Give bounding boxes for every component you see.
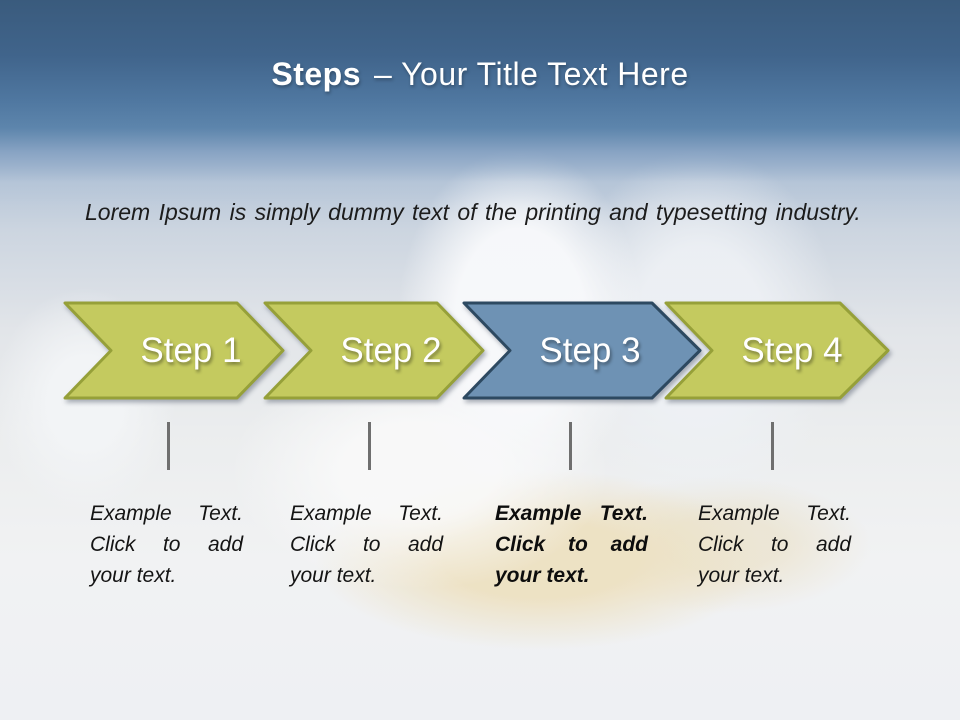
step-4-chevron	[664, 301, 890, 400]
step-1-description: Example Text. Click to add your text.	[90, 502, 243, 587]
intro-paragraph: Lorem Ipsum is simply dummy text of the …	[85, 199, 861, 225]
step-3-label: Step 3	[539, 331, 641, 370]
step-1-label: Step 1	[140, 331, 242, 370]
step-1-chevron	[63, 301, 285, 400]
slide-title: Steps – Your Title Text Here	[0, 54, 960, 94]
step-2-description: Example Text. Click to add your text.	[290, 502, 443, 587]
title-rest: – Your Title Text Here	[374, 56, 689, 92]
step-3-chevron	[462, 301, 702, 400]
step-4-description: Example Text. Click to add your text.	[698, 502, 851, 587]
step-4-connector-line	[771, 422, 774, 470]
step-4-label: Step 4	[741, 331, 843, 370]
step-3-connector-line	[569, 422, 572, 470]
step-1-connector-line	[167, 422, 170, 470]
step-3-description: Example Text. Click to add your text.	[495, 502, 648, 587]
title-prefix: Steps	[271, 56, 362, 92]
step-2-chevron	[263, 301, 485, 400]
step-2-connector-line	[368, 422, 371, 470]
step-2-label: Step 2	[340, 331, 442, 370]
